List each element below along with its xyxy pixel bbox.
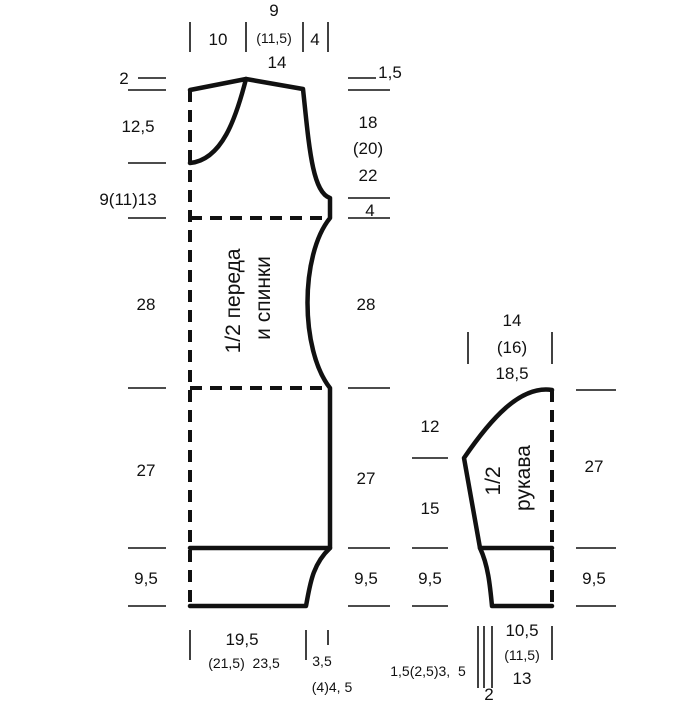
sleeve-bottom-width3: 13	[513, 669, 532, 688]
sleeve-top-line3: 18,5	[495, 364, 528, 383]
sleeve-total-height: 27	[585, 457, 604, 476]
body-title-line2: и спинки	[252, 256, 275, 340]
sleeve-bottom-side: 1,5(2,5)3, 5	[390, 663, 466, 679]
body-top-left-width: 10	[209, 30, 228, 49]
body-neck-drop: 2	[119, 69, 128, 88]
body-neck-top: 9	[269, 1, 278, 20]
body-neck-mid: (11,5)	[256, 30, 292, 46]
sleeve-right-cuff-height: 9,5	[582, 569, 606, 588]
body-bottom-side-bottom: (4)4, 5	[312, 679, 353, 695]
body-underarm-height: 4	[365, 201, 374, 220]
body-right-rib-height: 9,5	[354, 569, 378, 588]
body-right-middle-height: 28	[357, 295, 376, 314]
body-title-line1: 1/2 переда	[222, 248, 245, 353]
sleeve-left-cuff-height: 9,5	[418, 569, 442, 588]
sleeve-title-line1: 1/2	[482, 466, 505, 495]
body-upper-height: 9(11)13	[99, 190, 156, 209]
sleeve-title-line2: рукава	[512, 445, 535, 511]
body-bottom-width-bottom: (21,5) 23,5	[208, 655, 280, 671]
body-neck-bottom: 14	[268, 53, 287, 72]
body-top-right-width: 4	[310, 30, 319, 49]
sleeve-cap-height: 12	[421, 417, 440, 436]
body-right-lower-height: 27	[357, 469, 376, 488]
body-piece: 1/2 переда и спинки 10 9 (11,5) 14 4 2 1…	[99, 1, 401, 695]
sleeve-bottom-inner: 2	[484, 685, 493, 704]
body-rib-height: 9,5	[134, 569, 158, 588]
sleeve-piece: 1/2 рукава 14 (16) 18,5 12 15 9,5 27 9,5…	[390, 311, 616, 704]
body-lower-height: 27	[137, 461, 156, 480]
sleeve-top-line2: (16)	[497, 338, 527, 357]
sleeve-bottom-width1: 10,5	[505, 621, 538, 640]
sleeve-arm-height: 15	[421, 499, 440, 518]
body-piece-title: 1/2 переда и спинки	[222, 243, 275, 354]
body-neckline	[187, 76, 249, 166]
body-shoulder-armhole	[243, 76, 333, 551]
body-bottom-side-top: 3,5	[312, 653, 332, 669]
sleeve-piece-title: 1/2 рукава	[482, 445, 535, 511]
body-arm-bottom: 22	[359, 166, 378, 185]
sleeve-outline	[461, 387, 555, 609]
body-middle-height: 28	[137, 295, 156, 314]
body-shoulder-height: 1,5	[378, 63, 402, 82]
sleeve-top-line1: 14	[503, 311, 522, 330]
body-arm-mid: (20)	[353, 139, 383, 158]
sleeve-bottom-width2: (11,5)	[504, 647, 540, 663]
body-hem-rib	[187, 545, 333, 609]
body-arm-top: 18	[359, 113, 378, 132]
body-neckline-height: 12,5	[121, 117, 154, 136]
body-bottom-width-top: 19,5	[225, 630, 258, 649]
